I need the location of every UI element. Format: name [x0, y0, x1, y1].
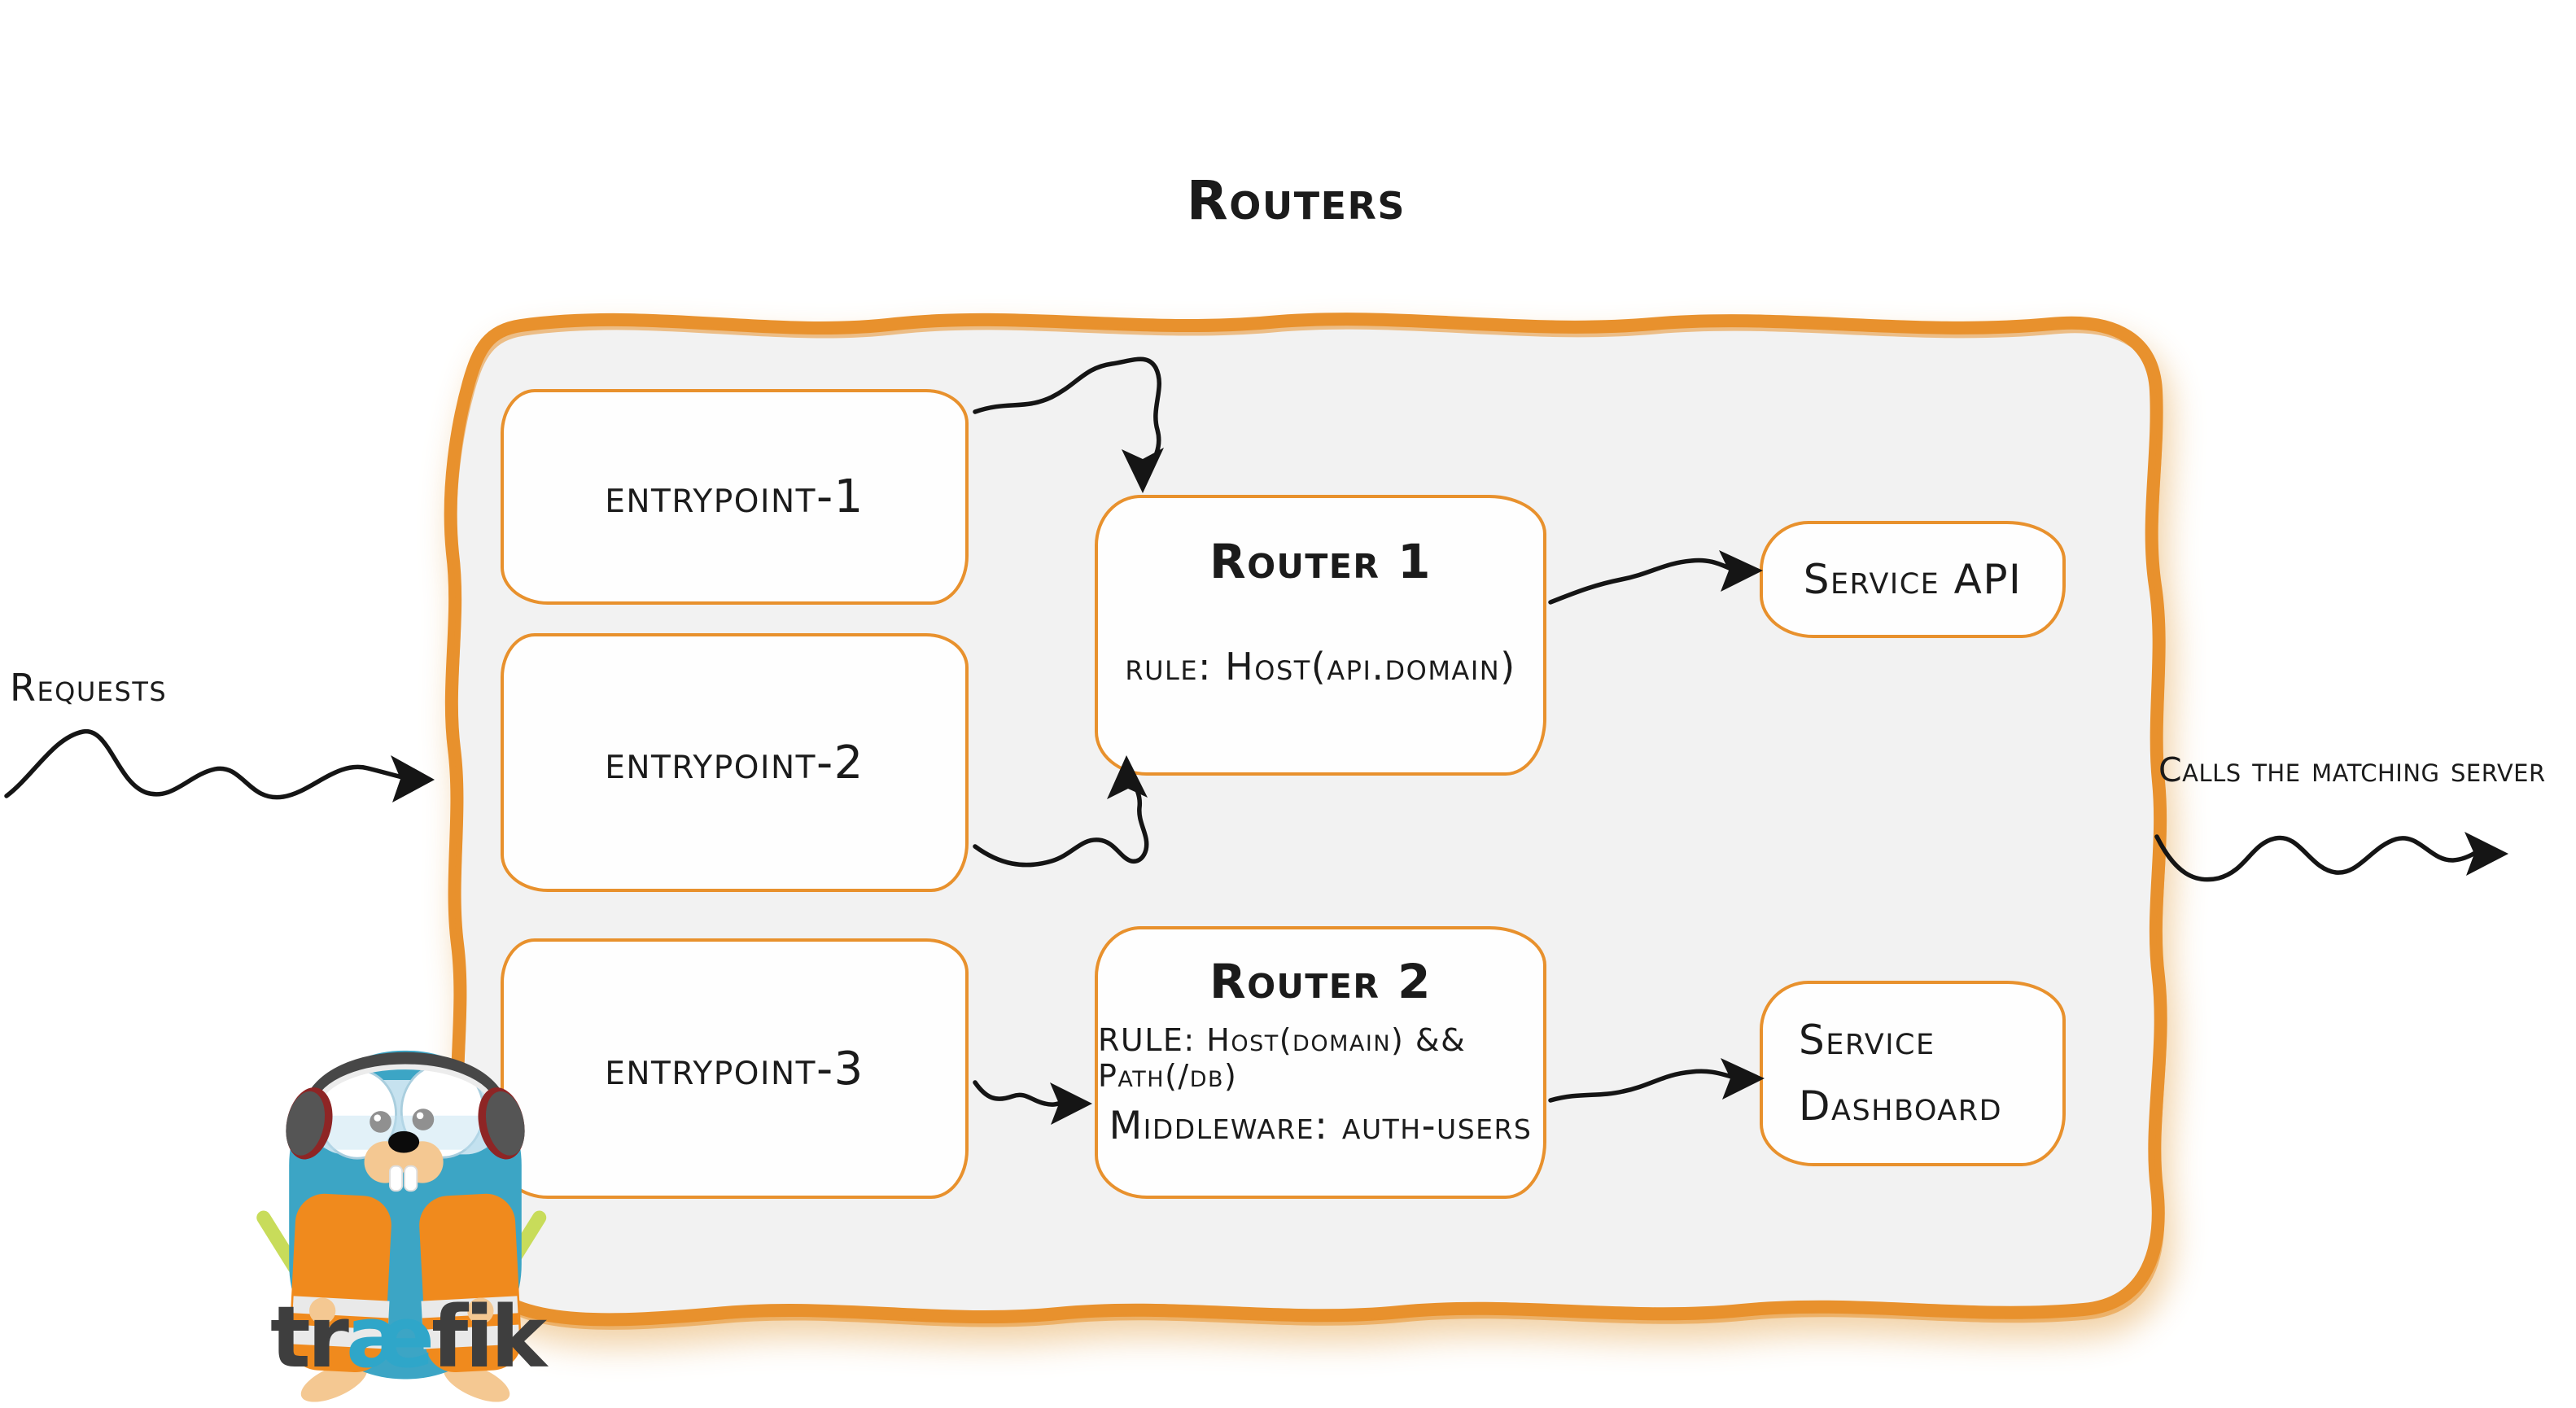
gopher-nose — [388, 1130, 420, 1153]
diagram-title: Routers — [1186, 169, 1406, 232]
gopher-pupil-left — [370, 1111, 391, 1133]
gopher-face — [310, 1063, 501, 1192]
traefik-logo — [228, 997, 586, 1408]
gopher-headphones — [286, 1052, 525, 1160]
wordmark-fik: fik — [431, 1288, 547, 1387]
entrypoint-1-label: entrypoint-1 — [605, 470, 864, 523]
service-dashboard-label: Service Dashboard — [1799, 1017, 2003, 1130]
container-shape-overstroke — [451, 323, 2167, 1330]
requests-label: Requests — [10, 666, 168, 710]
router-2-box: Router 2 RULE: Host(domain) && Path(/db)… — [1095, 926, 1546, 1199]
router-1-title: Router 1 — [1209, 534, 1432, 589]
entrypoint-2-label: entrypoint-2 — [605, 736, 864, 789]
entrypoint-1-box: entrypoint-1 — [501, 389, 969, 605]
wordmark-ae: æ — [345, 1288, 435, 1387]
entrypoint-3-box: entrypoint-3 — [501, 938, 969, 1199]
router-2-title: Router 2 — [1209, 954, 1432, 1009]
traefik-wordmark: træfik — [236, 1288, 578, 1387]
gopher-feet — [300, 1362, 510, 1402]
router-1-box: Router 1 rule: Host(api.domain) — [1095, 495, 1546, 776]
service-api-label: Service API — [1803, 556, 2023, 603]
router-2-rule: RULE: Host(domain) && Path(/db) — [1098, 1022, 1467, 1094]
gopher-teeth — [389, 1165, 404, 1192]
router-2-middleware: Middleware: auth-users — [1109, 1104, 1533, 1148]
entrypoint-3-label: entrypoint-3 — [605, 1042, 864, 1095]
traefik-gopher-mascot — [256, 1050, 547, 1402]
service-api-box: Service API — [1760, 521, 2066, 638]
entrypoint-2-box: entrypoint-2 — [501, 633, 969, 892]
service-dashboard-box: Service Dashboard — [1760, 981, 2066, 1166]
gopher-pupil-right — [412, 1108, 435, 1130]
calls-label: Calls the matching server — [2158, 750, 2546, 789]
router-1-rule: rule: Host(api.domain) — [1125, 645, 1516, 689]
wordmark-tr: tr — [269, 1288, 349, 1387]
gopher-hands — [308, 1297, 494, 1324]
